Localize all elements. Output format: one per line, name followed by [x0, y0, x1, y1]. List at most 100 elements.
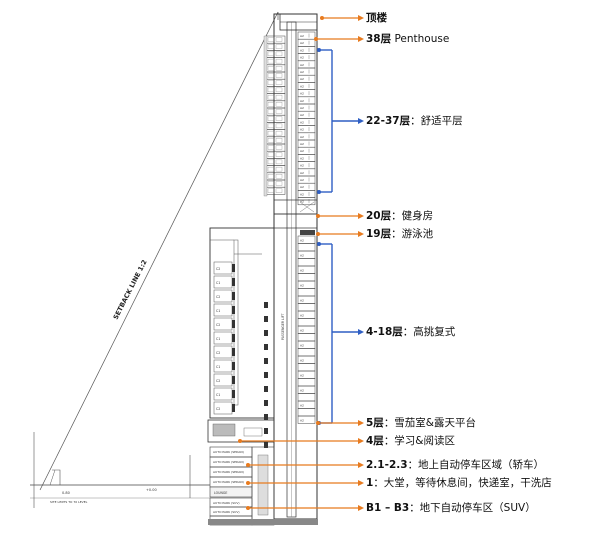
column-mark	[264, 400, 268, 406]
arrow-head	[358, 36, 364, 42]
unit-label: A2	[300, 77, 304, 81]
floor-description: ：舒适平层	[410, 115, 463, 127]
window	[267, 130, 275, 136]
window	[267, 181, 275, 186]
unit-label: A2	[300, 142, 304, 146]
window	[267, 51, 275, 57]
duplex-slab	[297, 348, 316, 357]
unit-label: A2	[300, 192, 304, 196]
window	[267, 166, 275, 172]
unit-label: A2	[300, 314, 304, 318]
column-mark	[264, 316, 268, 322]
window	[267, 44, 275, 49]
duplex-slab	[297, 393, 316, 402]
floor-description: Penthouse	[391, 33, 450, 45]
window	[275, 102, 283, 107]
unit-label: C2	[216, 295, 220, 299]
column-mark	[264, 358, 268, 364]
unit-label: C1	[216, 337, 220, 341]
podium-left	[209, 227, 275, 419]
floor-description: ：雪茄室&露天平台	[383, 417, 476, 429]
window	[267, 102, 275, 107]
unit-label: A2	[300, 200, 304, 204]
unit-label: A2	[300, 299, 304, 303]
window	[275, 73, 283, 78]
duplex-slab	[297, 408, 316, 417]
site-label: SITE LIMITS TO 70 LEVEL	[50, 500, 88, 504]
floor-description: ：学习&阅读区	[383, 435, 455, 447]
unit-label: C1	[216, 309, 220, 313]
facade-strip	[263, 35, 268, 197]
window	[275, 188, 283, 193]
window	[267, 37, 275, 42]
column-mark	[264, 414, 268, 420]
unit-label: A2	[300, 359, 304, 363]
parking-label: AUTO PARK (SEDAN)	[213, 450, 244, 454]
floor-number: B1 – B3	[366, 502, 410, 514]
unit-label: A2	[300, 149, 304, 153]
balcony	[232, 306, 235, 314]
lift-label: PASSENGER LIFT	[281, 313, 285, 340]
window	[267, 58, 275, 64]
unit-label: A2	[300, 404, 304, 408]
floor-label-l5: 5层：雪茄室&露天平台	[366, 417, 476, 429]
floor-label-l4b: 4层：学习&阅读区	[366, 435, 455, 447]
floor-label-l4: 4-18层：高挑复式	[366, 326, 455, 338]
window	[275, 109, 283, 114]
balcony	[232, 292, 235, 300]
parking-label: AUTO PARK (SUV)	[213, 510, 240, 514]
window	[267, 87, 275, 93]
floor-number: 20层	[366, 210, 392, 222]
floor-label-l22: 22-37层：舒适平层	[366, 115, 463, 127]
gym-x2	[299, 201, 315, 213]
balcony	[232, 362, 235, 370]
window	[275, 87, 283, 93]
window	[267, 152, 275, 157]
duplex-slab	[297, 363, 316, 372]
pool-basin	[300, 230, 315, 235]
floor-slab-right	[297, 197, 316, 206]
foundation	[208, 519, 318, 525]
window	[275, 44, 283, 49]
pool-floor	[273, 213, 318, 229]
duplex-slab	[297, 243, 316, 252]
dim-left: 0.80	[62, 491, 70, 495]
window	[267, 116, 275, 121]
balcony	[232, 376, 235, 384]
arrow-head	[358, 480, 364, 486]
balcony	[232, 390, 235, 398]
window	[267, 174, 275, 179]
floor-description: ：大堂，等待休息间，快递室，干洗店	[373, 477, 552, 489]
window	[275, 130, 283, 136]
unit-label: A2	[300, 329, 304, 333]
unit-label: A2	[300, 239, 304, 243]
duplex-slab	[297, 258, 316, 267]
gym-floor	[273, 199, 318, 215]
bracket-dot	[317, 190, 321, 194]
window	[267, 138, 275, 143]
floor-number: 22-37层	[366, 115, 411, 127]
unit-label: A2	[300, 120, 304, 124]
unit-label: A2	[300, 41, 304, 45]
window	[275, 166, 283, 172]
window	[275, 66, 283, 71]
floor-number: 1	[366, 477, 374, 489]
ground-marker	[52, 469, 61, 485]
floor-number: 2.1-2.3	[366, 459, 408, 471]
window	[275, 174, 283, 179]
unit-label: C2	[216, 407, 220, 411]
unit-label: A2	[300, 70, 304, 74]
window	[275, 145, 283, 150]
balcony	[232, 404, 235, 412]
parking-label: AUTO PARK (SEDAN)	[213, 480, 244, 484]
unit-label: A2	[300, 84, 304, 88]
arrow-head	[358, 462, 364, 468]
unit-label: C1	[216, 281, 220, 285]
floor-description: ：地上自动停车区域（轿车）	[407, 459, 545, 471]
arrow-head	[358, 15, 364, 21]
unit-label: A2	[300, 92, 304, 96]
balcony	[232, 334, 235, 342]
floor-number: 5层	[366, 417, 384, 429]
unit-label: C1	[216, 393, 220, 397]
